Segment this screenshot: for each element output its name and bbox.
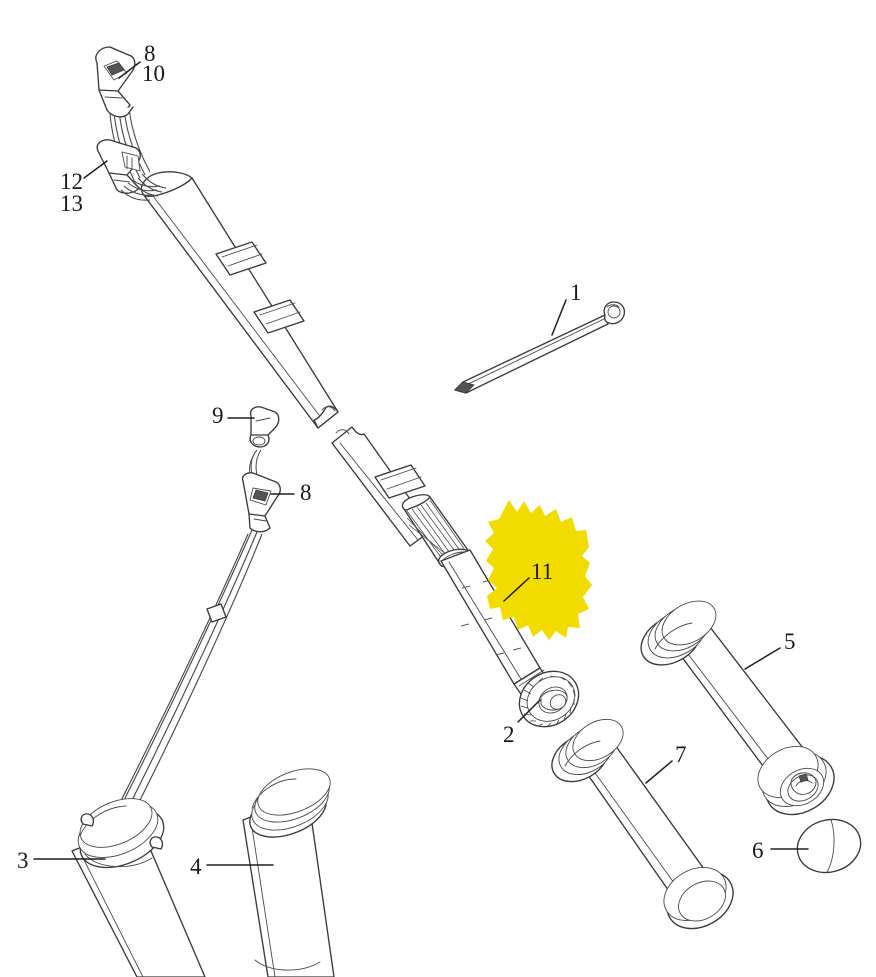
- callout-8-lower[interactable]: 8: [300, 480, 312, 505]
- callout-9[interactable]: 9: [212, 403, 224, 428]
- callout-2[interactable]: 2: [503, 722, 515, 747]
- leader-12: [83, 160, 108, 179]
- leader-lines: [33, 61, 809, 866]
- part-3-cylinder: [71, 798, 206, 977]
- part-4-cylinder: [242, 768, 335, 977]
- shaft-lower-segment: [331, 426, 433, 547]
- part-5-cylinder: [640, 600, 835, 816]
- part-1-rod: [454, 301, 626, 394]
- callout-6[interactable]: 6: [752, 838, 764, 863]
- part-5-thread-end: [640, 600, 717, 666]
- callout-5[interactable]: 5: [784, 629, 796, 654]
- leader-8a: [118, 61, 141, 79]
- callout-4[interactable]: 4: [190, 854, 202, 879]
- wire-harness-top: [95, 46, 167, 201]
- secondary-cable-assembly: [107, 406, 281, 827]
- inline-connector-8: [241, 472, 281, 533]
- part-6-disc: [796, 818, 862, 874]
- part-4-threads: [249, 768, 331, 838]
- callout-12[interactable]: 12: [60, 169, 83, 194]
- part-7-open-end: [663, 867, 734, 930]
- main-shaft-assembly: [140, 171, 580, 728]
- yellow-marker-blob: [485, 500, 592, 640]
- leader-1: [551, 299, 567, 336]
- upper-plug-connector: [95, 46, 136, 118]
- callout-11[interactable]: 11: [531, 559, 554, 584]
- callout-7[interactable]: 7: [675, 742, 687, 767]
- part-7-sleeve: [551, 718, 734, 930]
- callout-8-upper[interactable]: 8: [144, 41, 156, 66]
- part-7-thread-end: [551, 718, 624, 783]
- callout-13[interactable]: 13: [60, 191, 83, 216]
- braided-transition-sleeve: [401, 494, 471, 568]
- terminal-connector-9: [249, 406, 280, 448]
- callout-10[interactable]: 10: [142, 61, 165, 86]
- callout-3[interactable]: 3: [17, 848, 29, 873]
- shaft-upper-segment: [140, 171, 339, 429]
- leader-2: [517, 699, 541, 723]
- knurled-end-cap-part-2: [513, 667, 580, 728]
- part-5-open-end: [757, 746, 835, 816]
- leader-7: [645, 760, 673, 784]
- leader-11: [503, 577, 530, 602]
- callout-1[interactable]: 1: [570, 280, 582, 305]
- multi-pin-connector: [96, 139, 141, 194]
- leader-5: [744, 647, 781, 670]
- cable-clip: [206, 603, 227, 623]
